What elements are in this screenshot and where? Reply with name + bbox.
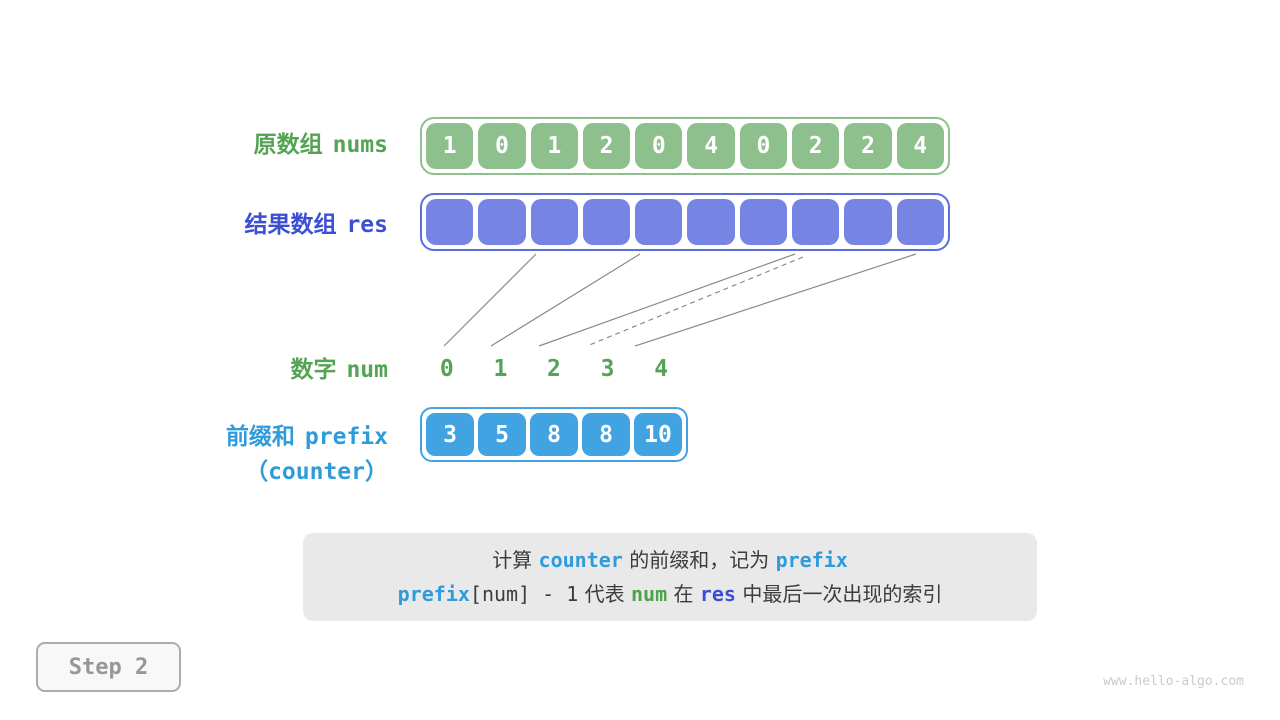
watermark: www.hello-algo.com (1103, 674, 1244, 689)
caption-segment: 中最后一次出现的索引 (735, 582, 943, 606)
connector-num1-to-res-index4 (490, 253, 641, 347)
prefix-cell: 10 (634, 413, 682, 456)
nums-array-label: 原数组 nums (0, 130, 388, 160)
caption-segment: 的前缀和，记为 (622, 548, 776, 572)
nums-cell: 0 (739, 123, 788, 169)
caption-segment: 在 (667, 582, 700, 606)
prefix-array-label: 前缀和 prefix （counter） (0, 420, 388, 490)
num-value: 1 (493, 356, 508, 382)
num-value: 4 (654, 356, 669, 382)
num-value: 0 (439, 356, 454, 382)
res-cell (530, 199, 578, 245)
num-label-code: num (346, 357, 388, 383)
res-label-cjk: 结果数组 (244, 212, 337, 238)
nums-cell: 0 (478, 123, 526, 169)
caption-segment: counter (538, 548, 623, 572)
connector-num3-to-res-index7 (586, 256, 804, 347)
caption-box: 计算 counter 的前缀和，记为 prefix prefix[num] - … (303, 533, 1037, 621)
prefix-label-line1: 前缀和 prefix (0, 420, 388, 455)
res-cell (739, 199, 788, 245)
prefix-cell: 3 (426, 413, 474, 456)
prefix-label-cjk: 前缀和 (225, 424, 295, 450)
res-cell (635, 199, 683, 245)
step-badge: Step 2 (36, 642, 181, 692)
caption-segment: 代表 (578, 582, 631, 606)
caption-segment: [num] - 1 (469, 582, 579, 606)
prefix-cell: 8 (530, 413, 578, 456)
nums-cell: 1 (530, 123, 578, 169)
caption-segment: prefix (397, 582, 470, 606)
caption-segment: num (631, 582, 668, 606)
nums-label-code: nums (332, 132, 388, 158)
prefix-label-code: prefix (304, 424, 388, 450)
res-array-label: 结果数组 res (0, 210, 388, 240)
num-row-label: 数字 num (0, 355, 388, 385)
caption-segment: prefix (775, 548, 848, 572)
res-cell (844, 199, 892, 245)
caption-line-1: 计算 counter 的前缀和，记为 prefix (492, 546, 848, 574)
num-value-row: 0 1 2 3 4 (420, 356, 688, 382)
res-cell (792, 199, 840, 245)
nums-cell: 4 (896, 123, 944, 169)
nums-cell: 4 (687, 123, 735, 169)
caption-segment: res (699, 582, 736, 606)
nums-cell: 2 (582, 123, 631, 169)
res-label-code: res (346, 212, 388, 238)
prefix-cell: 5 (478, 413, 526, 456)
nums-label-cjk: 原数组 (253, 132, 323, 158)
res-cell (687, 199, 735, 245)
res-cell (896, 199, 944, 245)
res-array (420, 193, 950, 251)
nums-cell: 0 (635, 123, 683, 169)
num-value: 3 (600, 356, 615, 382)
caption-segment: 计算 (492, 548, 539, 572)
num-value: 2 (547, 356, 561, 382)
prefix-label-line2: （counter） (245, 459, 388, 485)
num-label-cjk: 数字 (290, 357, 337, 383)
caption-line-2: prefix[num] - 1 代表 num 在 res 中最后一次出现的索引 (398, 580, 943, 608)
res-cell (582, 199, 631, 245)
connector-num4-to-res-index9 (634, 253, 917, 347)
nums-cell: 2 (844, 123, 892, 169)
connector-num2-to-res-index7 (538, 253, 796, 347)
connector-num0-to-res-index2 (443, 253, 537, 347)
res-cell (426, 199, 474, 245)
nums-cell: 1 (426, 123, 474, 169)
res-cell (478, 199, 526, 245)
nums-cell: 2 (792, 123, 840, 169)
prefix-cell: 8 (582, 413, 630, 456)
step-badge-label: Step 2 (68, 654, 149, 680)
